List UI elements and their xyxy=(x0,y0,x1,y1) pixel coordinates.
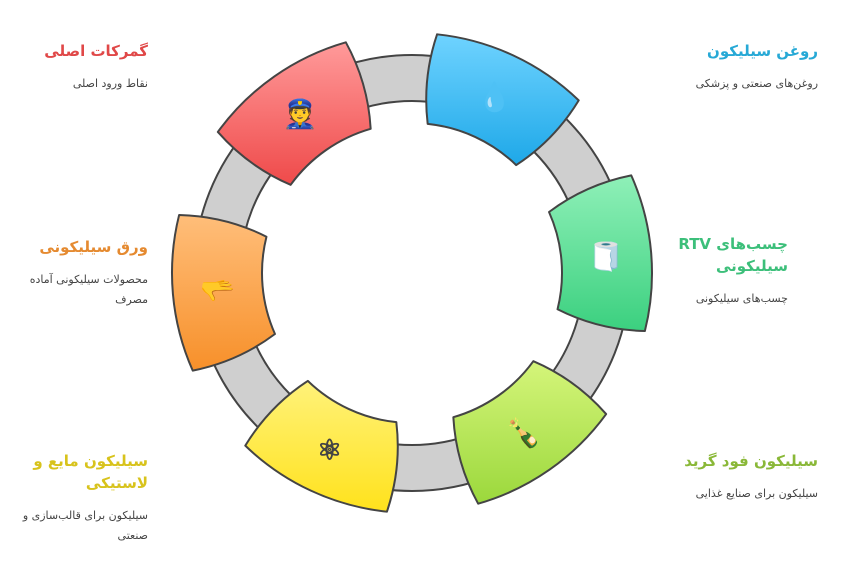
item-desc: نقاط ورود اصلی xyxy=(72,77,148,90)
item-desc: محصولات سیلیکونی آماده مصرف xyxy=(29,273,148,306)
item-liquid: سیلیکون مایع و لاستیکی سیلیکون برای قالب… xyxy=(10,450,148,546)
segment-3 xyxy=(452,360,608,505)
item-title: سیلیکون مایع و لاستیکی xyxy=(33,452,148,492)
item-title: چسب‌های RTV سیلیکونی xyxy=(678,235,788,275)
hand-cylinder-icon: 🫳 xyxy=(200,274,235,307)
item-title: ورق سیلیکونی xyxy=(39,238,148,256)
item-title: سیلیکون فود گرید xyxy=(684,452,818,470)
segment-0 xyxy=(216,41,372,186)
item-title: گمرکات اصلی xyxy=(44,42,148,60)
segment-2 xyxy=(548,174,653,333)
customs-officer-icon: 👮 xyxy=(283,96,318,130)
adhesive-tape-icon: 🧻 xyxy=(589,240,624,273)
item-desc: سیلیکون برای صنایع غذایی xyxy=(695,487,818,500)
segment-1 xyxy=(425,33,580,167)
item-oil: روغن سیلیکون روغن‌های صنعتی و پزشکی xyxy=(678,40,818,94)
segment-5 xyxy=(171,213,276,372)
item-sheet: ورق سیلیکونی محصولات سیلیکونی آماده مصرف xyxy=(10,236,148,310)
item-customs: گمرکات اصلی نقاط ورود اصلی xyxy=(20,40,148,94)
molecule-icon: ⚛ xyxy=(317,434,342,467)
item-rtv: چسب‌های RTV سیلیکونی چسب‌های سیلیکونی xyxy=(678,233,788,309)
item-desc: چسب‌های سیلیکونی xyxy=(695,292,788,305)
oil-drop-icon: 💧 xyxy=(477,80,512,113)
bottling-line-icon: 🍾 xyxy=(506,417,541,450)
segment-4 xyxy=(244,379,399,513)
item-foodgrade: سیلیکون فود گرید سیلیکون برای صنایع غذای… xyxy=(678,450,818,504)
item-desc: سیلیکون برای قالب‌سازی و صنعتی xyxy=(22,509,148,542)
item-desc: روغن‌های صنعتی و پزشکی xyxy=(695,77,818,90)
item-title: روغن سیلیکون xyxy=(707,42,818,60)
